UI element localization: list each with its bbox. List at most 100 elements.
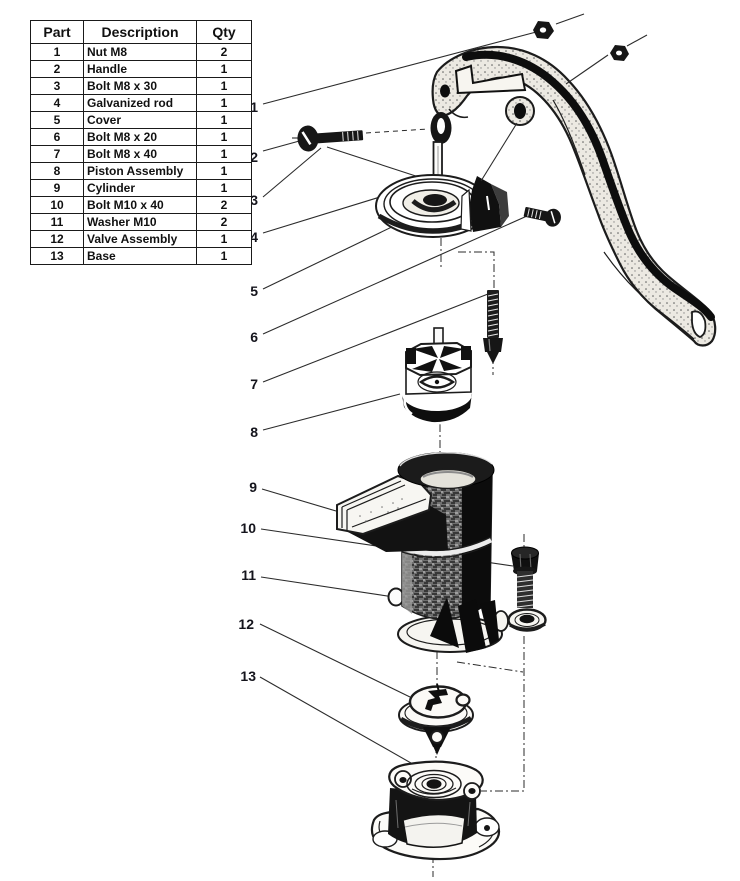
handle-blade-line <box>603 251 695 340</box>
piston-post-nw <box>406 348 416 364</box>
cell-part: 10 <box>30 196 84 214</box>
callout-5: 5 <box>250 283 258 299</box>
bolt-head-facet <box>488 338 491 352</box>
base-front-band <box>404 822 463 828</box>
callout-2: 2 <box>250 149 258 165</box>
parts-table-header-row: Part Description Qty <box>30 20 252 44</box>
piston-x-nw <box>412 346 438 358</box>
callout-10: 10 <box>240 520 256 536</box>
cylinder-foot-tooth-2 <box>458 599 486 653</box>
header-qty: Qty <box>196 20 252 44</box>
leader-line-1b <box>555 13 585 25</box>
bolt-head <box>483 338 503 352</box>
base-center-hole <box>426 779 442 789</box>
valve-bottom-nub <box>430 730 444 744</box>
bolt7-dogleg-axis <box>458 251 495 288</box>
cell-part: 9 <box>30 179 84 197</box>
part-valve-assembly <box>398 683 474 755</box>
valve-flap-stem <box>436 683 440 693</box>
cell-qty: 1 <box>196 60 252 78</box>
cell-description: Base <box>83 247 197 265</box>
piston-x-sw <box>412 359 437 372</box>
cell-qty: 1 <box>196 128 252 146</box>
piston-x-se <box>439 359 462 371</box>
washer-inner-ring <box>514 613 540 627</box>
handle-inner-line <box>552 99 586 176</box>
leader-line-7 <box>262 293 489 383</box>
cover-bracket <box>469 176 501 232</box>
header-part: Part <box>30 20 84 44</box>
cell-description: Piston Assembly <box>83 162 197 180</box>
leader-line-1 <box>262 30 541 105</box>
part-piston-assembly <box>402 327 473 425</box>
leader-line-9 <box>261 488 337 512</box>
spout-channel-lines <box>341 480 427 530</box>
bolt-head-slot <box>301 131 312 146</box>
pivot-bracket-line <box>480 122 518 182</box>
piston-cup-rim <box>416 418 459 425</box>
bolt-head-glint <box>550 211 556 224</box>
cell-qty: 1 <box>196 94 252 112</box>
cell-description: Washer M10 <box>83 213 197 231</box>
cell-part: 1 <box>30 43 84 61</box>
cylinder-foot-tooth-1 <box>430 597 459 648</box>
handle-dark-band <box>462 50 715 321</box>
handle-body <box>431 45 717 347</box>
part-nut-m8-b <box>610 45 629 61</box>
part-base <box>370 760 501 861</box>
callout-9: 9 <box>249 479 257 495</box>
bolt10-base-route <box>456 636 525 792</box>
bolt-thread-ticks <box>487 293 499 337</box>
cell-description: Valve Assembly <box>83 230 197 248</box>
leader-line-2 <box>262 139 304 152</box>
handle-grip-notch <box>454 64 527 95</box>
cell-part: 5 <box>30 111 84 129</box>
part-washer-m10 <box>507 608 547 632</box>
callout-7: 7 <box>250 376 258 392</box>
callout-12: 12 <box>238 616 254 632</box>
part-bolt-m8x30 <box>297 125 364 152</box>
cell-qty: 1 <box>196 111 252 129</box>
spout-stipple <box>359 498 403 522</box>
leader-line-6 <box>262 215 528 335</box>
bolt-rod-link-line <box>326 146 429 181</box>
cylinder-opening <box>419 468 477 490</box>
washer-hole <box>519 614 535 624</box>
cell-part: 8 <box>30 162 84 180</box>
piston-lens-dot <box>434 379 440 385</box>
base-front-window <box>402 813 466 848</box>
nut-hole <box>539 27 547 33</box>
cell-description: Nut M8 <box>83 43 197 61</box>
bolt-shank <box>315 130 364 144</box>
cell-qty: 1 <box>196 230 252 248</box>
cell-description: Bolt M8 x 40 <box>83 145 197 163</box>
part-bolt-m10x40 <box>511 546 539 608</box>
cylinder-joint-edge-bottom <box>401 543 492 559</box>
cell-part: 3 <box>30 77 84 95</box>
valve-bottom-tip <box>433 746 441 755</box>
cell-description: Handle <box>83 60 197 78</box>
cell-qty: 1 <box>196 145 252 163</box>
cell-description: Galvanized rod <box>83 94 197 112</box>
rod-eye-hole <box>437 118 445 134</box>
leader-line-3 <box>262 147 322 198</box>
leader-line-12 <box>259 623 411 698</box>
nut-hole <box>616 50 622 56</box>
base-pad-right-hole <box>484 825 490 831</box>
cover-bracket-ledge <box>460 188 472 232</box>
part-cylinder <box>336 452 509 653</box>
callout-8: 8 <box>250 424 258 440</box>
handle-fork-line <box>448 108 469 119</box>
cover-center-boss <box>423 194 447 206</box>
part-bolt-m8x40 <box>483 290 503 364</box>
callout-labels: 1 2 3 4 5 6 7 8 9 10 11 12 13 <box>238 99 258 684</box>
leader-line-8 <box>262 393 401 431</box>
base-ring-outer <box>406 769 462 799</box>
base-ring-shade <box>411 787 457 795</box>
